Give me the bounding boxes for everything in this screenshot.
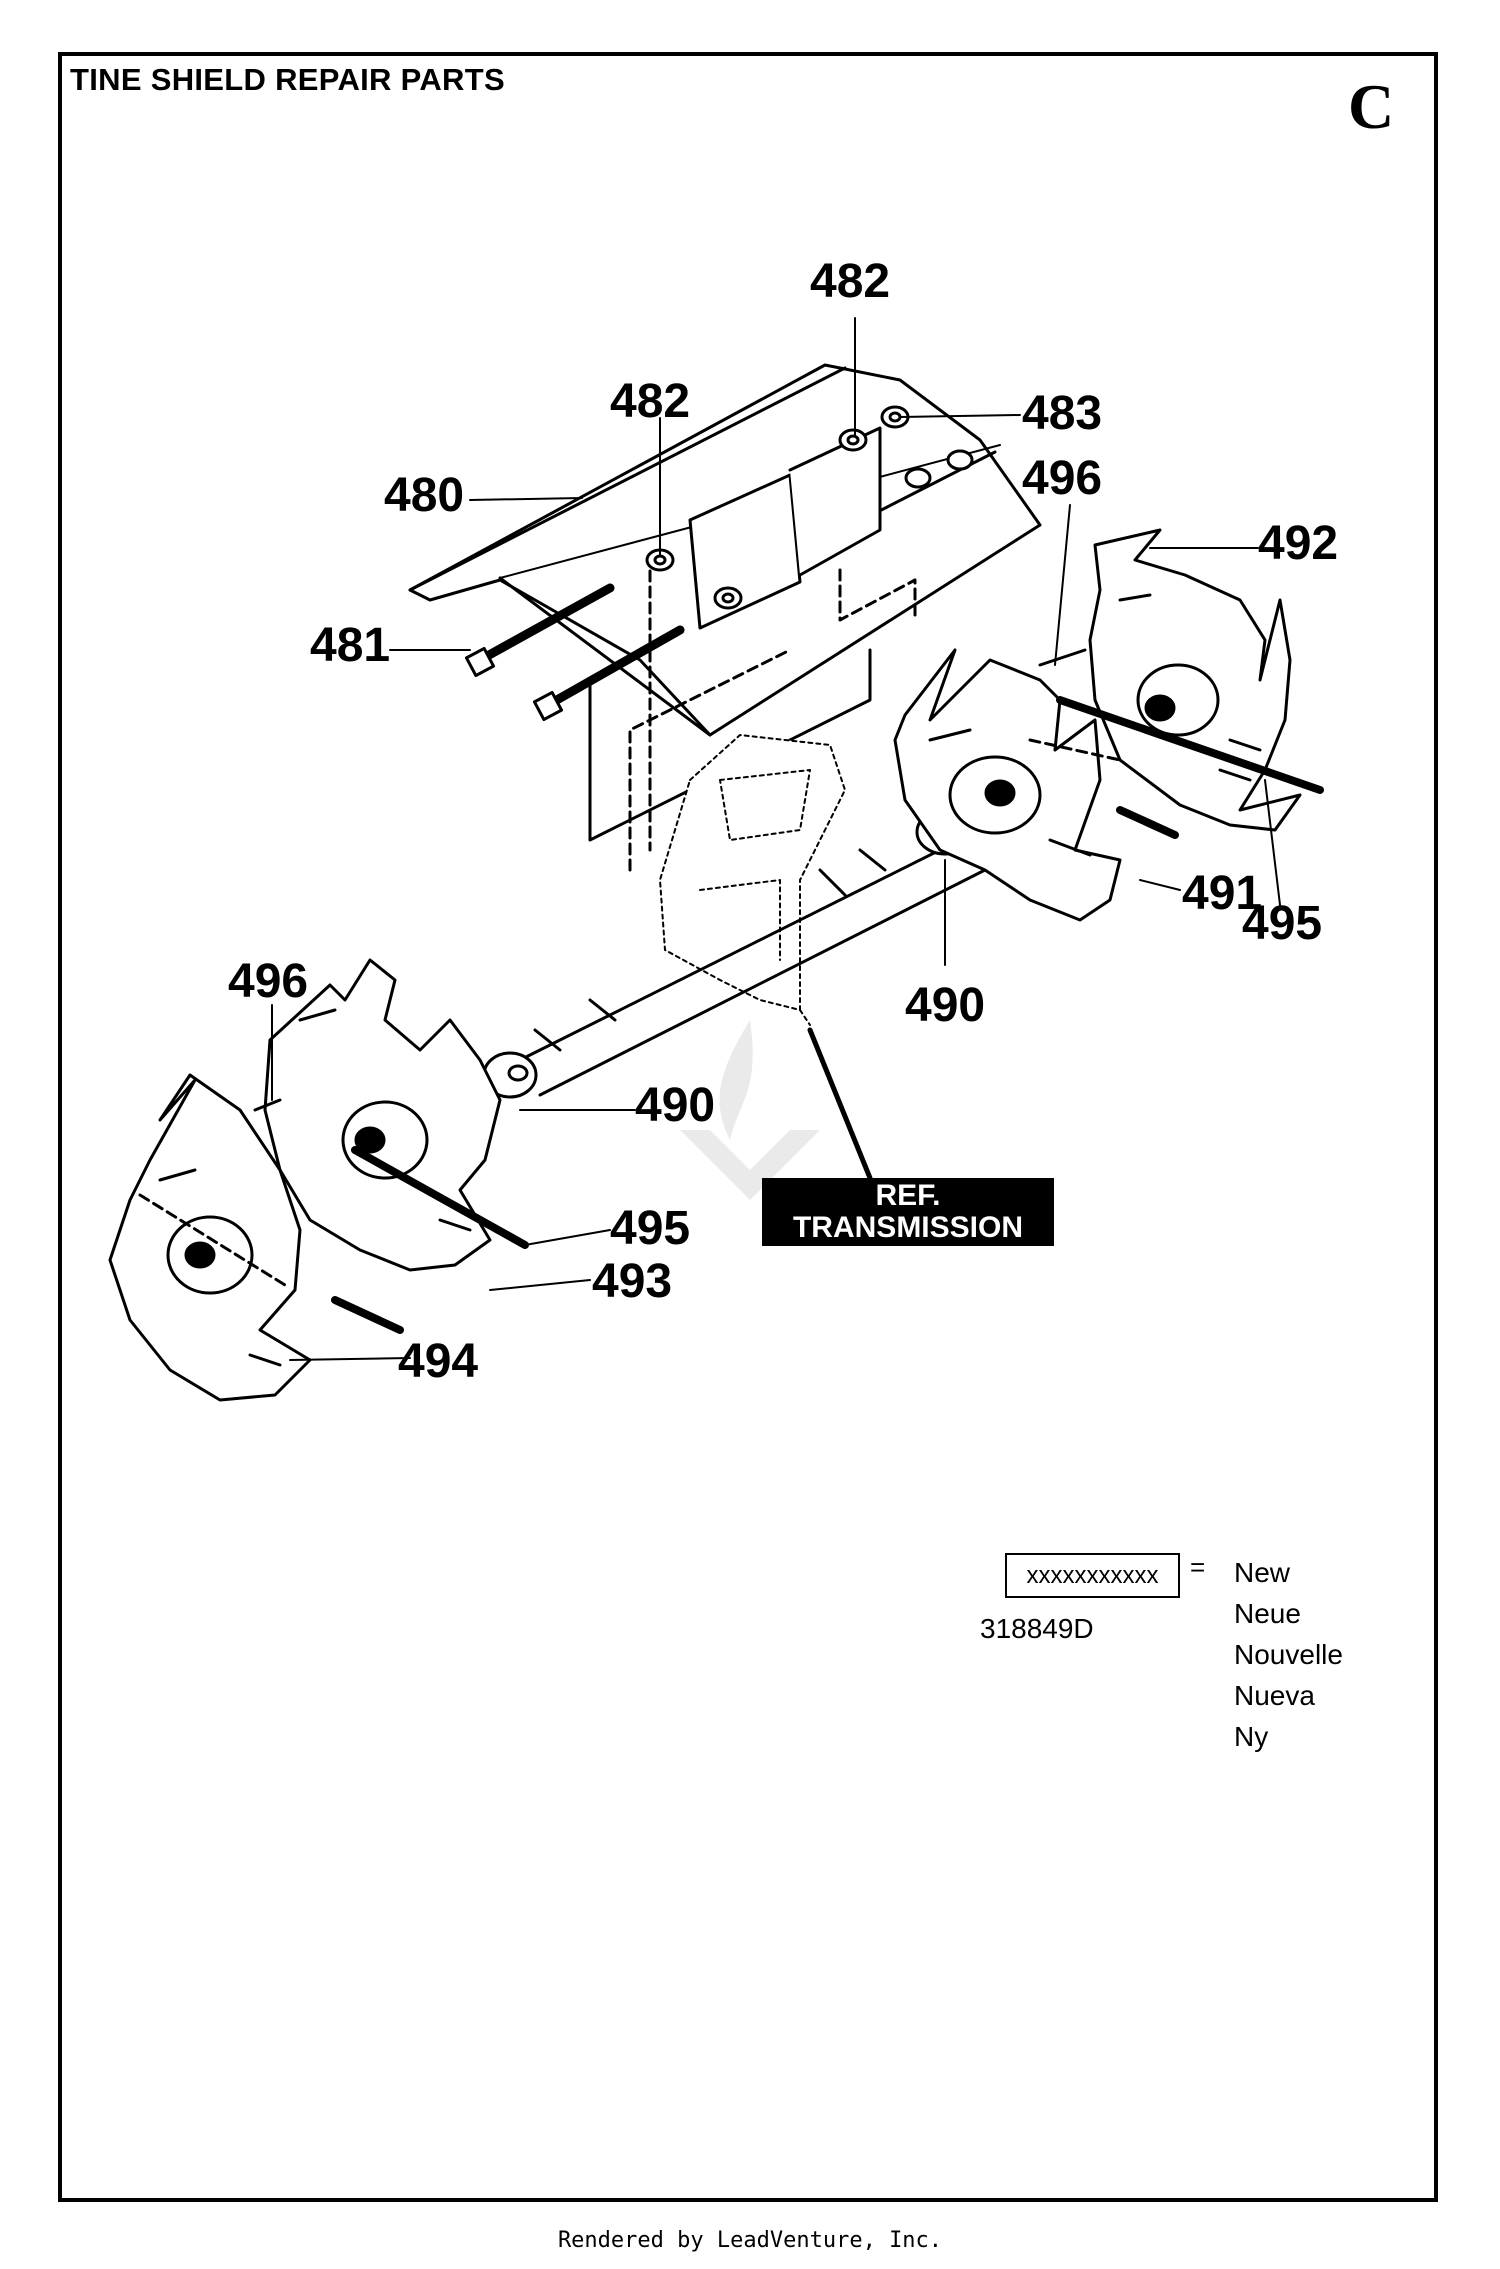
callout-496: 496 [228, 955, 309, 1008]
left-pin-496 [253, 1098, 282, 1112]
watermark-logo [680, 1020, 820, 1200]
diagram-code: 318849D [980, 1613, 1094, 1644]
legend-word: Nueva [1234, 1680, 1315, 1711]
legend-word: Nouvelle [1234, 1639, 1343, 1670]
ref-line-1: REF. [875, 1179, 941, 1212]
legend-word: Ny [1234, 1721, 1269, 1752]
transmission-housing [659, 734, 846, 1026]
left-inner-tine [263, 958, 502, 1272]
footer-text: Rendered by LeadVenture, Inc. [557, 2228, 943, 2253]
callout-495: 495 [610, 1202, 691, 1255]
diagram-frame [58, 52, 1438, 2202]
callout-495: 495 [1242, 897, 1323, 950]
callout-494: 494 [398, 1335, 479, 1388]
callout-481: 481 [310, 619, 391, 672]
callout-483: 483 [1022, 387, 1103, 440]
left-bolt-494 [331, 1296, 404, 1334]
washer-group [645, 405, 974, 610]
ref-pointer-line [807, 1027, 873, 1181]
ref-line-2: TRANSMISSION [792, 1211, 1023, 1244]
section-letter: C [1348, 71, 1395, 142]
right-outer-tine [1088, 528, 1302, 832]
callout-482: 482 [810, 255, 891, 308]
leader-lines [271, 317, 1281, 1361]
axle-shaft [518, 838, 987, 1097]
callout-490: 490 [635, 1079, 716, 1132]
callout-492: 492 [1258, 517, 1339, 570]
right-pin-496 [1038, 648, 1087, 667]
page-title: TINE SHIELD REPAIR PARTS [70, 62, 505, 97]
callout-482: 482 [610, 375, 691, 428]
right-bolt-491 [1116, 806, 1179, 839]
legend-word: New [1234, 1557, 1291, 1588]
left-bolt-495 [351, 1146, 529, 1249]
ref-transmission-label: REF. TRANSMISSION [762, 1178, 1054, 1246]
legend-words: New Neue Nouvelle Nueva Ny [1234, 1552, 1343, 1757]
callout-490: 490 [905, 979, 986, 1032]
callout-496: 496 [1022, 452, 1103, 505]
callout-491: 491 [1182, 867, 1263, 920]
right-inner-tine [893, 648, 1122, 922]
callout-480: 480 [384, 469, 465, 522]
legend-equals: = [1190, 1552, 1206, 1582]
right-bolt-495 [1056, 696, 1324, 794]
callout-493: 493 [592, 1255, 673, 1308]
legend-word: Neue [1234, 1598, 1301, 1629]
bolt-group [464, 583, 685, 722]
legend-new-part-box: xxxxxxxxxxx [1005, 1553, 1180, 1598]
